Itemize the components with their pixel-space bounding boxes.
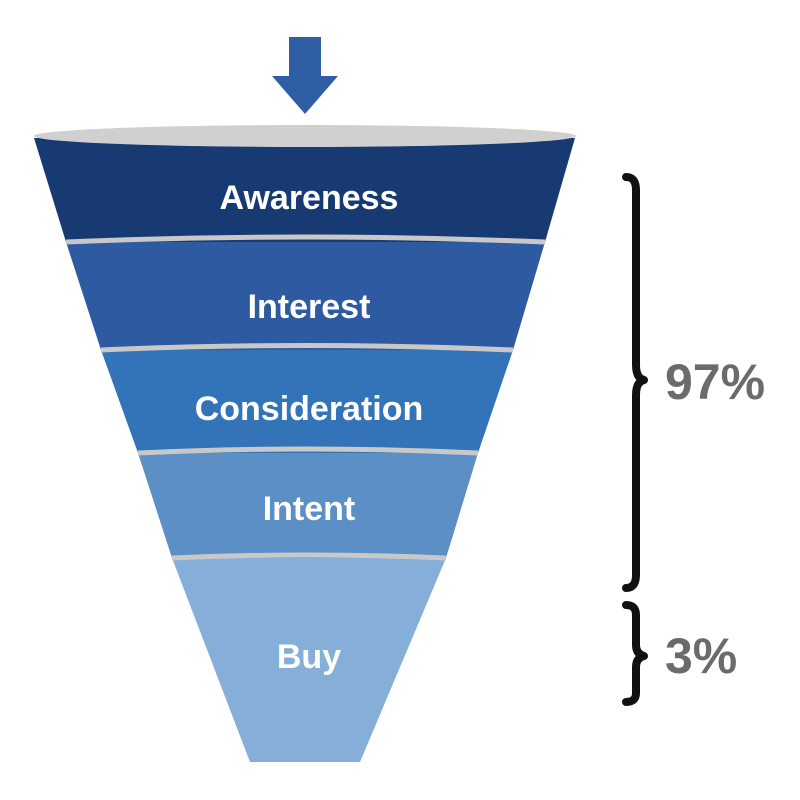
percent-label-3: 3% [665, 628, 737, 684]
percent-label-97: 97% [665, 354, 765, 410]
stage-label-intent: Intent [263, 490, 356, 528]
bracket-top-four [622, 173, 648, 592]
separator-line [137, 446, 479, 456]
separator-line [100, 343, 514, 353]
arrow-down-icon [272, 37, 338, 114]
bracket-buy [622, 601, 648, 706]
separator-line [65, 234, 546, 245]
stage-label-interest: Interest [248, 288, 371, 326]
funnel-segment-intent [138, 453, 478, 558]
stage-label-consideration: Consideration [195, 390, 424, 428]
funnel-segment-interest [66, 242, 545, 350]
funnel-segment-consideration [101, 350, 513, 453]
stage-label-buy: Buy [277, 638, 341, 676]
funnel-segments [34, 138, 575, 762]
funnel-separators [65, 234, 546, 561]
stage-labels: Awareness Interest Consideration Intent … [195, 179, 424, 676]
separator-line [171, 552, 447, 561]
funnel-segment-buy [172, 558, 446, 762]
stage-label-awareness: Awareness [220, 179, 399, 217]
funnel-rim [34, 125, 576, 147]
funnel-segment-awareness [34, 138, 575, 242]
